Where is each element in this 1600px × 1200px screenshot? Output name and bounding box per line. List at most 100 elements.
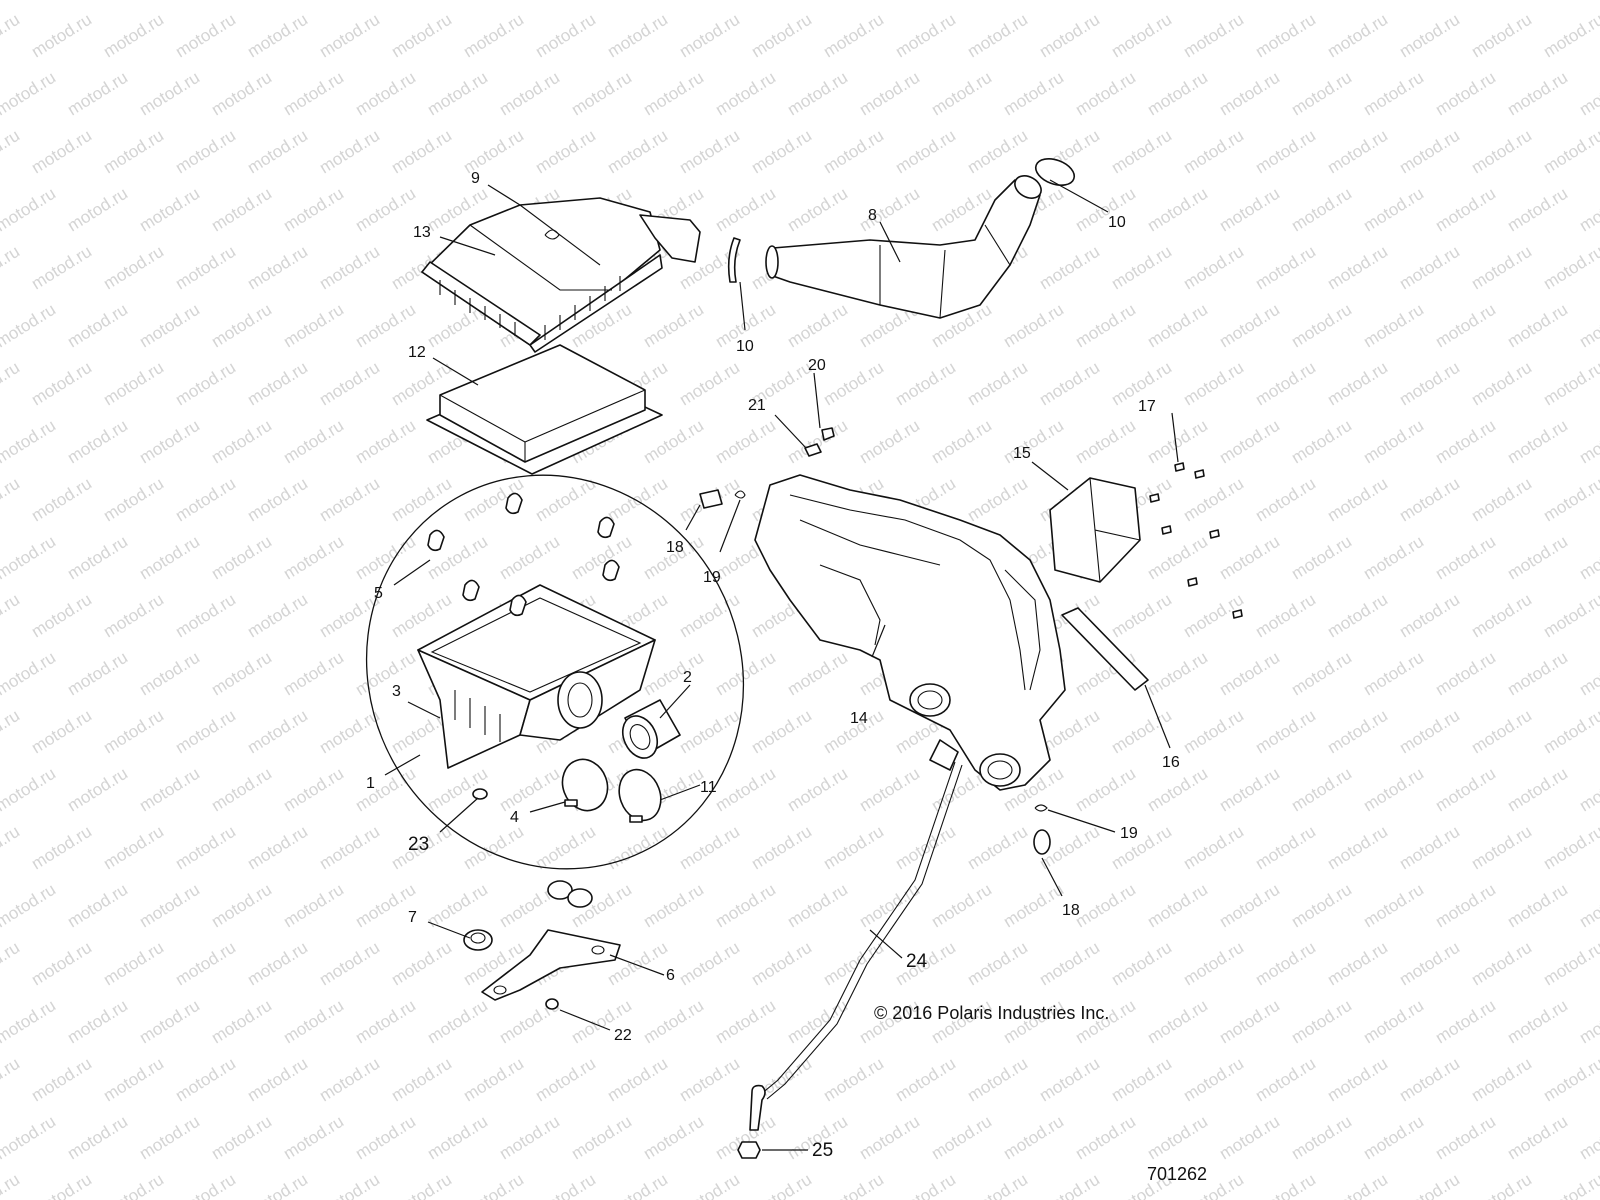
watermark-text: motod.ru [1324, 1054, 1391, 1106]
callout-19-bottom: 19 [1120, 825, 1138, 842]
watermark-text: motod.ru [1288, 300, 1355, 352]
watermark-text: motod.ru [1072, 880, 1139, 932]
watermark-text: motod.ru [460, 822, 527, 874]
watermark-text: motod.ru [100, 474, 167, 526]
watermark-text: motod.ru [280, 416, 347, 468]
watermark-text: motod.ru [820, 10, 887, 62]
watermark-text: motod.ru [388, 10, 455, 62]
watermark-text: motod.ru [424, 880, 491, 932]
watermark-text: motod.ru [0, 996, 59, 1048]
watermark-text: motod.ru [1360, 1112, 1427, 1164]
watermark-text: motod.ru [208, 1112, 275, 1164]
watermark-text: motod.ru [352, 68, 419, 120]
watermark-text: motod.ru [1216, 1112, 1283, 1164]
watermark-text: motod.ru [136, 996, 203, 1048]
clamp-parts[interactable] [555, 753, 667, 826]
watermark-text: motod.ru [1036, 358, 1103, 410]
watermark-text: motod.ru [1396, 706, 1463, 758]
watermark-text: motod.ru [244, 126, 311, 178]
watermark-text: motod.ru [1360, 648, 1427, 700]
callout-25: 25 [812, 1140, 833, 1161]
watermark-text: motod.ru [244, 822, 311, 874]
watermark-text: motod.ru [1360, 996, 1427, 1048]
watermark-text: motod.ru [316, 822, 383, 874]
watermark-text: motod.ru [532, 822, 599, 874]
watermark-text: motod.ru [0, 10, 23, 62]
small-clip-part[interactable] [472, 788, 488, 800]
intake-duct-part[interactable] [765, 171, 1045, 319]
pad-part[interactable] [1061, 607, 1149, 691]
watermark-text: motod.ru [784, 648, 851, 700]
watermark-text: motod.ru [208, 300, 275, 352]
coupler-part[interactable] [616, 699, 681, 764]
bolt-part[interactable] [545, 998, 559, 1010]
watermark-text: motod.ru [1180, 822, 1247, 874]
watermark-text: motod.ru [1216, 416, 1283, 468]
watermark-text: motod.ru [64, 1112, 131, 1164]
fastener-parts[interactable] [804, 427, 835, 457]
watermark-text: motod.ru [784, 880, 851, 932]
watermark-text: motod.ru [28, 706, 95, 758]
fitting-part-lower[interactable] [1033, 804, 1051, 855]
watermark-text: motod.ru [208, 0, 275, 3]
airbox-base-part[interactable] [417, 584, 656, 769]
watermark-text: motod.ru [0, 880, 59, 932]
watermark-text: motod.ru [640, 880, 707, 932]
watermark-text: motod.ru [604, 474, 671, 526]
watermark-text: motod.ru [1360, 532, 1427, 584]
watermark-text: motod.ru [1072, 184, 1139, 236]
watermark-text: motod.ru [712, 416, 779, 468]
watermark-text: motod.ru [496, 532, 563, 584]
watermark-text: motod.ru [424, 1112, 491, 1164]
watermark-text: motod.ru [1108, 10, 1175, 62]
watermark-text: motod.ru [28, 1054, 95, 1106]
watermark-text: motod.ru [1396, 358, 1463, 410]
watermark-text: motod.ru [856, 416, 923, 468]
watermark-text: motod.ru [1468, 358, 1535, 410]
air-filter-part[interactable] [426, 344, 663, 475]
watermark-text: motod.ru [1144, 300, 1211, 352]
watermark-text: motod.ru [1288, 648, 1355, 700]
watermark-text: motod.ru [1072, 764, 1139, 816]
watermark-text: motod.ru [280, 1112, 347, 1164]
watermark-text: motod.ru [1540, 822, 1600, 874]
watermark-text: motod.ru [784, 68, 851, 120]
screw-parts[interactable] [1149, 462, 1243, 619]
watermark-text: motod.ru [1144, 764, 1211, 816]
callout-21: 21 [748, 397, 766, 414]
watermark-text: motod.ru [1360, 416, 1427, 468]
watermark-text: motod.ru [1432, 880, 1499, 932]
duct-clamp-parts[interactable] [727, 154, 1078, 283]
watermark-text: motod.ru [136, 764, 203, 816]
watermark-text: motod.ru [604, 822, 671, 874]
watermark-text: motod.ru [820, 1054, 887, 1106]
foam-block-part[interactable] [1049, 477, 1141, 583]
clip-parts[interactable] [427, 492, 620, 617]
callout-4: 4 [510, 809, 519, 826]
nut-part[interactable] [737, 1141, 761, 1159]
watermark-text: motod.ru [1144, 68, 1211, 120]
watermark-text: motod.ru [352, 0, 419, 3]
watermark-text: motod.ru [0, 184, 59, 236]
airbox-cover-part[interactable] [421, 197, 701, 353]
watermark-text: motod.ru [1576, 532, 1600, 584]
callout-3: 3 [392, 683, 401, 700]
intake-housing-part[interactable] [754, 474, 1066, 791]
watermark-text: motod.ru [1252, 358, 1319, 410]
watermark-text: motod.ru [172, 1170, 239, 1200]
watermark-text: motod.ru [0, 242, 23, 294]
watermark-text: motod.ru [1468, 242, 1535, 294]
grommet-parts[interactable] [463, 880, 593, 951]
watermark-text: motod.ru [1036, 938, 1103, 990]
bracket-part[interactable] [481, 929, 621, 1001]
watermark-text: motod.ru [1576, 0, 1600, 3]
watermark-text: motod.ru [1072, 416, 1139, 468]
watermark-text: motod.ru [172, 10, 239, 62]
watermark-text: motod.ru [1216, 880, 1283, 932]
callout-16: 16 [1162, 754, 1180, 771]
fitting-part-upper[interactable] [699, 489, 746, 509]
watermark-text: motod.ru [280, 764, 347, 816]
watermark-text: motod.ru [0, 358, 23, 410]
drain-hose-part[interactable] [749, 739, 963, 1131]
watermark-text: motod.ru [1468, 938, 1535, 990]
